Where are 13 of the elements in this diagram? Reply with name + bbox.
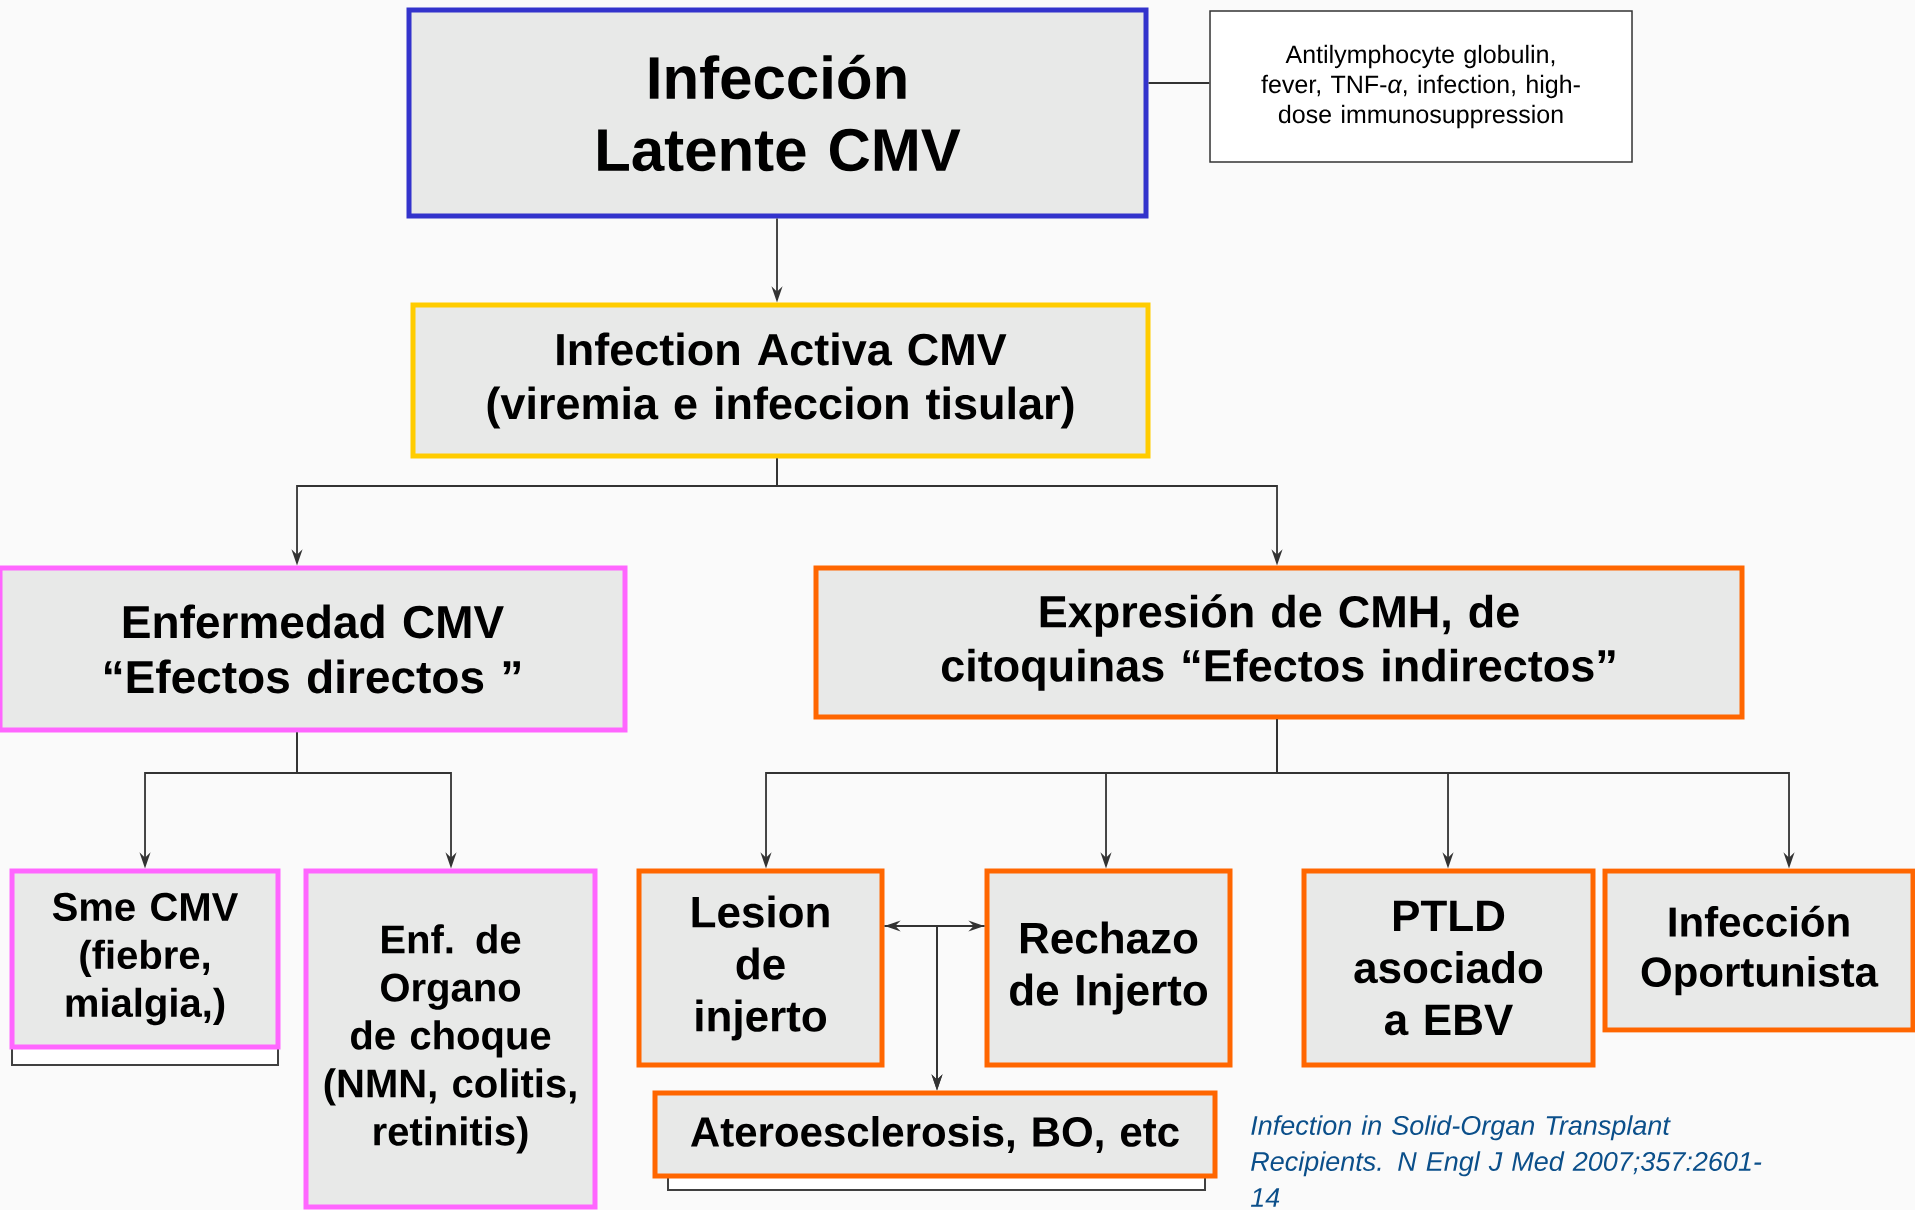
process-box: Lesion de injerto (636, 868, 885, 1068)
process-box: Enfermedad CMV “Efectos directos ” (0, 565, 628, 733)
process-box: PTLD asociado a EBV (1301, 868, 1596, 1068)
process-box: Infection Activa CMV (viremia e infeccion tisular) (410, 302, 1151, 459)
process-box: Ateroesclerosis, BO, etc (652, 1090, 1218, 1191)
note-box: Antilymphocyte globulin, fever, TNF-α, infection, high-dose immunosuppression (1209, 10, 1633, 163)
process-box: Sme CMV (fiebre, mialgia,) (9, 868, 281, 1066)
process-box: Rechazo de Injerto (984, 868, 1233, 1068)
process-box: Infección Oportunista (1602, 868, 1915, 1033)
citation-text: Infection in Solid-Organ Transplant Recipients. N Engl J Med 2007;357:2601-14 (1250, 1115, 1762, 1207)
process-box: Expresión de CMH, de citoquinas “Efectos indirectos” (813, 565, 1745, 720)
process-box: Infección Latente CMV (406, 7, 1149, 219)
process-box: Enf. de Organo de choque (NMN, colitis, retinitis) (303, 868, 598, 1210)
